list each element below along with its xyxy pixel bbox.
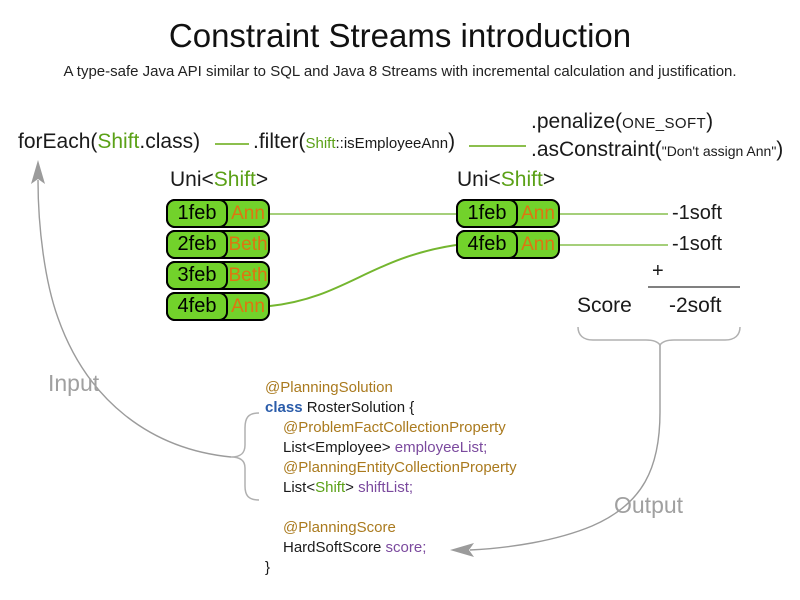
- output-arrow-curve: [469, 345, 661, 551]
- penalize-pre: .penalize(: [531, 110, 623, 133]
- label-type: Shift: [500, 168, 543, 191]
- code-line: }: [265, 558, 517, 578]
- score-plus-sign: +: [652, 260, 664, 282]
- asconstraint-call: .asConstraint("Don't assign Ann"): [531, 138, 783, 162]
- code-token: class: [265, 399, 303, 416]
- penalty-1feb: -1soft: [672, 202, 723, 224]
- code-line: @PlanningSolution: [265, 378, 517, 398]
- code-token: score;: [385, 539, 427, 556]
- input-label: Input: [48, 370, 100, 396]
- code-line: class RosterSolution {: [265, 398, 517, 418]
- asconstraint-arg: "Don't assign Ann": [661, 143, 777, 159]
- shift-date: 1feb: [456, 199, 518, 228]
- input-arrowhead: [31, 160, 45, 184]
- code-line: HardSoftScore score;: [265, 538, 517, 558]
- label-pre: Uni<: [170, 168, 214, 191]
- foreach-post: .class): [139, 130, 201, 153]
- filter-pre: .filter(: [253, 130, 306, 153]
- filter-post: ): [448, 130, 456, 153]
- page-title: Constraint Streams introduction: [168, 17, 632, 54]
- code-token: List<: [283, 479, 316, 496]
- score-label: Score: [577, 294, 632, 317]
- asconstraint-post: ): [776, 138, 784, 161]
- shift-employee: Ann: [521, 233, 555, 255]
- code-token: shiftList;: [358, 479, 414, 496]
- score-value: -2soft: [669, 294, 722, 317]
- asconstraint-pre: .asConstraint(: [531, 138, 662, 161]
- shift-date: 1feb: [166, 199, 228, 228]
- input-arrow-curve: [37, 179, 232, 458]
- code-line: [265, 498, 517, 518]
- code-token: HardSoftScore: [283, 539, 386, 556]
- shift-employee: Ann: [521, 202, 555, 224]
- code-line: List<Shift> shiftList;: [265, 478, 517, 498]
- label-pre: Uni<: [457, 168, 501, 191]
- code-token: RosterSolution {: [302, 399, 415, 416]
- shift-date: 2feb: [166, 230, 228, 259]
- code-brace: [230, 412, 260, 501]
- score-underbrace: [577, 326, 741, 347]
- label-post: >: [542, 168, 556, 191]
- shift-employee: Beth: [228, 264, 268, 286]
- foreach-pre: forEach(: [18, 130, 98, 153]
- shift-date: 3feb: [166, 261, 228, 290]
- code-token: >: [345, 479, 359, 496]
- code-line: List<Employee> employeeList;: [265, 438, 517, 458]
- penalize-arg: ONE_SOFT: [622, 115, 707, 132]
- code-token: employeeList;: [394, 439, 488, 456]
- stream-label-left: Uni<Shift>: [170, 168, 268, 192]
- code-token: @PlanningScore: [283, 519, 396, 536]
- foreach-type: Shift: [97, 130, 140, 153]
- stream-label-right: Uni<Shift>: [457, 168, 555, 192]
- output-label: Output: [614, 492, 684, 518]
- code-line: @PlanningScore: [265, 518, 517, 538]
- shift-date: 4feb: [166, 292, 228, 321]
- output-arrowhead: [450, 543, 474, 557]
- filter-call: .filter(Shift::isEmployeeAnn): [253, 130, 455, 154]
- shift-employee: Ann: [231, 202, 265, 224]
- shift-employee: Ann: [231, 295, 265, 317]
- code-token: @PlanningEntityCollectionProperty: [283, 459, 517, 476]
- label-type: Shift: [213, 168, 256, 191]
- shift-date: 4feb: [456, 230, 518, 259]
- code-line: @PlanningEntityCollectionProperty: [265, 458, 517, 478]
- page-subtitle: A type-safe Java API similar to SQL and …: [63, 63, 737, 80]
- penalize-post: ): [706, 110, 714, 133]
- code-token: Shift: [315, 479, 346, 496]
- code-token: List<Employee>: [283, 439, 395, 456]
- code-token: }: [265, 559, 271, 576]
- code-line: @ProblemFactCollectionProperty: [265, 418, 517, 438]
- penalty-4feb: -1soft: [672, 233, 723, 255]
- connector-row-4feb: [269, 244, 457, 307]
- code-token: @PlanningSolution: [265, 379, 393, 396]
- code-token: @ProblemFactCollectionProperty: [283, 419, 506, 436]
- foreach-call: forEach(Shift.class): [18, 130, 200, 154]
- filter-type: Shift: [305, 135, 336, 152]
- filter-method: ::isEmployeeAnn: [335, 135, 449, 152]
- shift-employee: Beth: [228, 233, 268, 255]
- label-post: >: [255, 168, 269, 191]
- penalize-call: .penalize(ONE_SOFT): [531, 110, 713, 134]
